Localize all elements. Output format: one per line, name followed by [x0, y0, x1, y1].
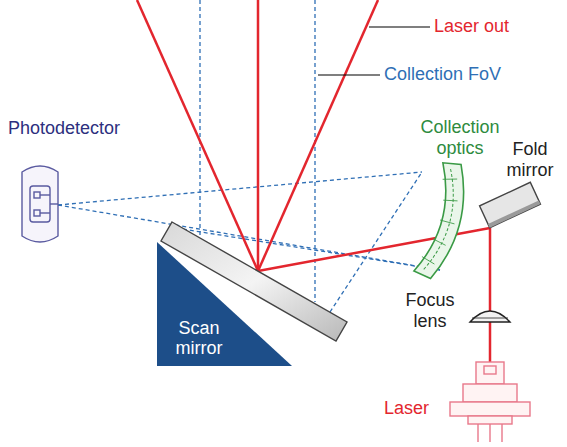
laser-diode — [450, 362, 530, 442]
focus-lens-body — [470, 311, 510, 322]
fold-mirror-face — [488, 200, 540, 227]
part-name: Scan mirror — [163, 318, 235, 358]
laser-beam — [137, 0, 258, 271]
part-label: Focus lens — [398, 290, 462, 332]
laser-beam — [489, 228, 492, 362]
collection-ray — [58, 172, 422, 205]
photodetector-chip — [30, 186, 50, 222]
collection-ray — [176, 228, 440, 270]
collection-ray — [58, 205, 440, 270]
fold-mirror-body — [480, 182, 541, 227]
laser-body — [463, 384, 517, 402]
laser-pin — [477, 424, 478, 442]
mount-triangle — [157, 242, 292, 366]
fov-boundary — [314, 0, 315, 302]
photodetector-body — [22, 166, 58, 242]
collection-optics — [413, 160, 474, 282]
laser-flange — [450, 402, 530, 416]
laser-pin — [489, 424, 490, 442]
laser-beam — [257, 0, 260, 271]
lens-detail — [424, 169, 463, 273]
photodetector — [22, 166, 58, 242]
beam-label: Laser out — [434, 16, 559, 37]
lens-body — [413, 160, 474, 282]
fold-mirror — [480, 182, 541, 227]
laser-window — [484, 366, 496, 374]
collection-fov-lines — [58, 0, 440, 312]
leader-line — [369, 26, 430, 27]
part-label: Fold mirror — [500, 139, 560, 181]
laser-cap — [476, 362, 504, 384]
scan-mirror-mount: Scan mirror — [157, 242, 292, 366]
fov-boundary — [199, 0, 200, 236]
laser-beam — [258, 0, 378, 271]
focus-lens — [470, 311, 510, 322]
part-label: Collection optics — [412, 117, 508, 159]
laser-base — [468, 416, 512, 424]
laser-pin — [501, 424, 502, 442]
leader-line — [318, 74, 380, 75]
lens-hatch — [421, 175, 466, 266]
fov-label: Collection FoV — [384, 64, 534, 85]
part-label: Laser — [384, 398, 444, 419]
part-label: Photodetector — [8, 118, 138, 139]
